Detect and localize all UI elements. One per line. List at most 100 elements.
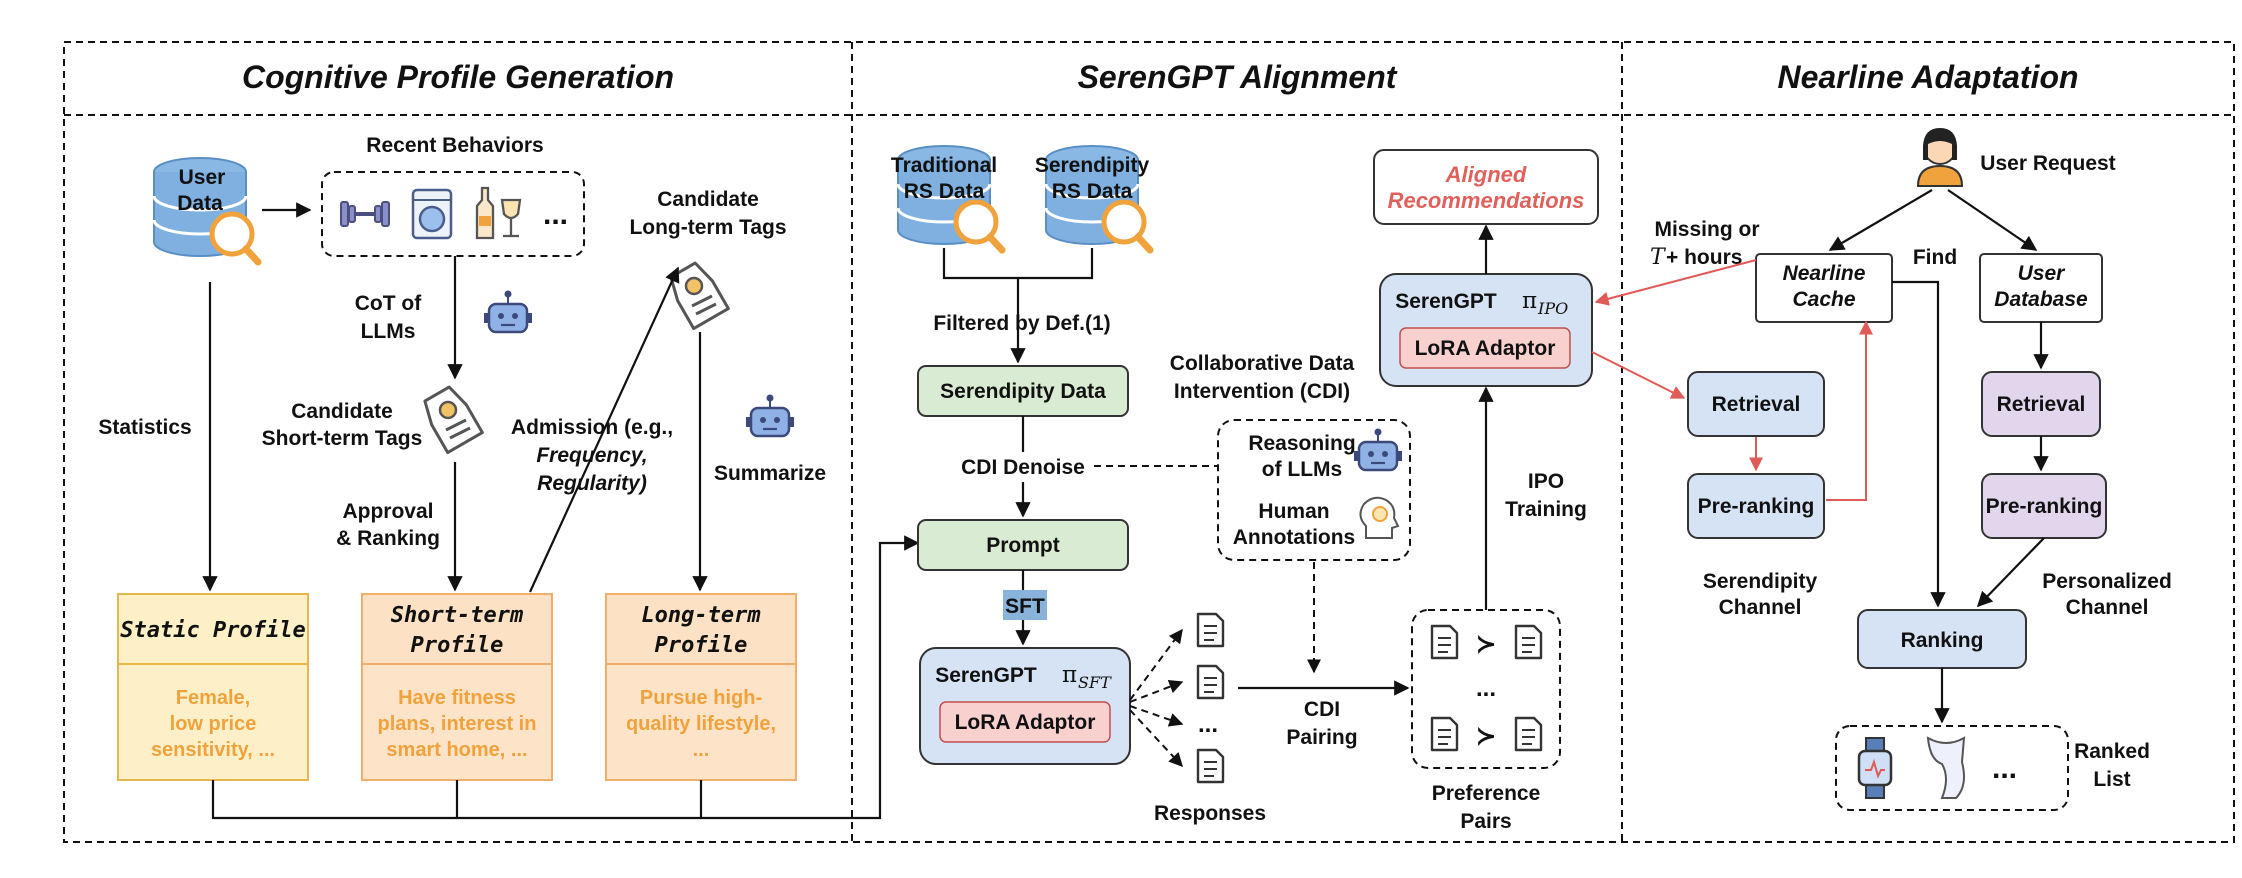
ranked-list-box bbox=[1835, 725, 2069, 811]
cdi-title-2: Intervention (CDI) bbox=[1174, 380, 1350, 403]
static-body-1: Female, bbox=[176, 687, 250, 709]
cdi-pairing-label-1: CDI bbox=[1304, 698, 1340, 721]
aligned-recommendations-box bbox=[1373, 149, 1599, 225]
short-profile-title-2: Profile bbox=[411, 633, 504, 658]
retrieval-label-2: Retrieval bbox=[1997, 393, 2086, 416]
preference-pairs-box bbox=[1411, 609, 1561, 769]
pi-sft-symbol: π bbox=[1062, 662, 1077, 688]
filtered-label: Filtered by Def.(1) bbox=[933, 312, 1110, 335]
short-body-3: smart home, ... bbox=[386, 739, 527, 761]
response-document-icon-1 bbox=[1196, 612, 1225, 648]
user-data-label-2: Data bbox=[177, 192, 223, 215]
section-title-nearline: Nearline Adaptation bbox=[1777, 59, 2078, 95]
approval-label-1: Approval bbox=[342, 500, 433, 523]
candidate-long-label-2: Long-term Tags bbox=[629, 216, 786, 239]
serendipity-label-1: Serendipity bbox=[1035, 154, 1150, 177]
pair-document-icon-1b bbox=[1514, 624, 1543, 660]
robot-icon-cot bbox=[482, 289, 534, 334]
long-body-3: ... bbox=[693, 739, 710, 761]
cdi-title-1: Collaborative Data bbox=[1170, 352, 1355, 375]
reasoning-label-1: Reasoning bbox=[1248, 432, 1355, 455]
retrieval-label-1: Retrieval bbox=[1712, 393, 1801, 416]
responses-label: Responses bbox=[1154, 802, 1266, 825]
missing-label-1: Missing or bbox=[1654, 218, 1759, 241]
nearline-cache-box bbox=[1755, 253, 1893, 323]
brain-icon bbox=[1359, 496, 1400, 539]
user-database-label-2: Database bbox=[1994, 288, 2088, 311]
ipo-label-2: Training bbox=[1505, 498, 1587, 521]
cdi-denoise-label: CDI Denoise bbox=[961, 456, 1085, 479]
statistics-label: Statistics bbox=[98, 416, 191, 439]
response-document-icon-3 bbox=[1196, 748, 1225, 784]
watch-icon bbox=[1857, 737, 1893, 799]
response-document-icon-2 bbox=[1196, 664, 1225, 700]
ranked-list-label-1: Ranked bbox=[2074, 740, 2150, 763]
pi-sft-subscript: SFT bbox=[1078, 673, 1112, 692]
cot-label-1: CoT of bbox=[355, 292, 422, 315]
cdi-sources-box bbox=[1217, 419, 1411, 561]
preference-pairs-label-2: Pairs bbox=[1460, 810, 1511, 833]
user-data-label-1: User bbox=[179, 166, 226, 189]
washing-machine-icon bbox=[411, 188, 453, 240]
section-title-alignment: SerenGPT Alignment bbox=[1078, 59, 1398, 95]
lora-adaptor-sft bbox=[939, 701, 1111, 743]
approval-label-2: & Ranking bbox=[336, 527, 440, 550]
human-label-1: Human bbox=[1258, 500, 1329, 523]
sft-label: SFT bbox=[1005, 595, 1045, 618]
short-profile-title-1: Short-term bbox=[391, 603, 523, 628]
preranking-label-2: Pre-ranking bbox=[1986, 495, 2103, 518]
user-database-label-1: User bbox=[2018, 262, 2067, 285]
cdi-denoise-bg bbox=[956, 452, 1086, 482]
pair-document-icon-2b bbox=[1514, 716, 1543, 752]
responses-ellipsis: ... bbox=[1198, 711, 1218, 738]
preference-pairs-label-1: Preference bbox=[1432, 782, 1541, 805]
long-body-2: quality lifestyle, bbox=[626, 713, 776, 735]
scarf-icon bbox=[1926, 736, 1966, 799]
static-profile-card: Static Profile Female, low price sensiti… bbox=[117, 593, 309, 781]
robot-icon-summarize bbox=[744, 393, 796, 438]
short-body-1: Have fitness bbox=[398, 687, 516, 709]
admission-label-2: Frequency, bbox=[536, 444, 647, 467]
traditional-label-1: Traditional bbox=[891, 154, 997, 177]
serengpt-ipo-label: SerenGPT bbox=[1395, 290, 1497, 313]
section-title-cognitive: Cognitive Profile Generation bbox=[242, 59, 674, 95]
aligned-label-2: Recommendations bbox=[1388, 188, 1585, 213]
admission-label-1: Admission (e.g., bbox=[511, 416, 673, 439]
serendipity-label-2: RS Data bbox=[1052, 180, 1133, 203]
prec-symbol-2: ≻ bbox=[1476, 723, 1496, 750]
candidate-short-label-2: Short-term Tags bbox=[262, 427, 423, 450]
pairs-ellipsis: ... bbox=[1476, 675, 1496, 702]
preranking-box-serendipity bbox=[1687, 473, 1825, 539]
missing-label-2a: T bbox=[1650, 245, 1667, 270]
nearline-cache-label-2: Cache bbox=[1792, 288, 1855, 311]
sft-badge bbox=[1003, 590, 1047, 620]
summarize-label: Summarize bbox=[714, 462, 826, 485]
prompt-label: Prompt bbox=[986, 534, 1060, 557]
short-body-2: plans, interest in bbox=[378, 713, 537, 735]
retrieval-box-serendipity bbox=[1687, 371, 1825, 437]
long-profile-title-2: Profile bbox=[655, 633, 748, 658]
ranked-list-ellipsis: ... bbox=[1992, 752, 2017, 785]
missing-label-2b: + hours bbox=[1666, 246, 1742, 269]
recent-behaviors-label: Recent Behaviors bbox=[366, 134, 543, 157]
cot-label-2: LLMs bbox=[361, 320, 416, 343]
admission-label-3: Regularity) bbox=[537, 472, 647, 495]
ranking-label: Ranking bbox=[1901, 629, 1984, 652]
lora-adaptor-ipo bbox=[1399, 327, 1571, 369]
robot-icon-reasoning bbox=[1352, 427, 1404, 472]
pair-document-icon-1a bbox=[1430, 624, 1459, 660]
find-label: Find bbox=[1913, 246, 1957, 269]
pi-ipo-symbol: π bbox=[1522, 288, 1537, 314]
cdi-pairing-label-2: Pairing bbox=[1286, 726, 1357, 749]
outer-frame bbox=[63, 41, 2235, 843]
behaviors-ellipsis: ... bbox=[543, 198, 568, 231]
aligned-label-1: Aligned bbox=[1445, 162, 1527, 187]
ipo-label-1: IPO bbox=[1528, 470, 1564, 493]
serendipity-data-label: Serendipity Data bbox=[940, 380, 1106, 403]
pi-ipo-subscript: IPO bbox=[1537, 299, 1568, 318]
short-term-tag-icon bbox=[418, 382, 484, 455]
lora-adaptor-ipo-label: LoRA Adaptor bbox=[1415, 337, 1556, 360]
prec-symbol-1: ≻ bbox=[1476, 631, 1496, 658]
static-body-3: sensitivity, ... bbox=[151, 739, 275, 761]
